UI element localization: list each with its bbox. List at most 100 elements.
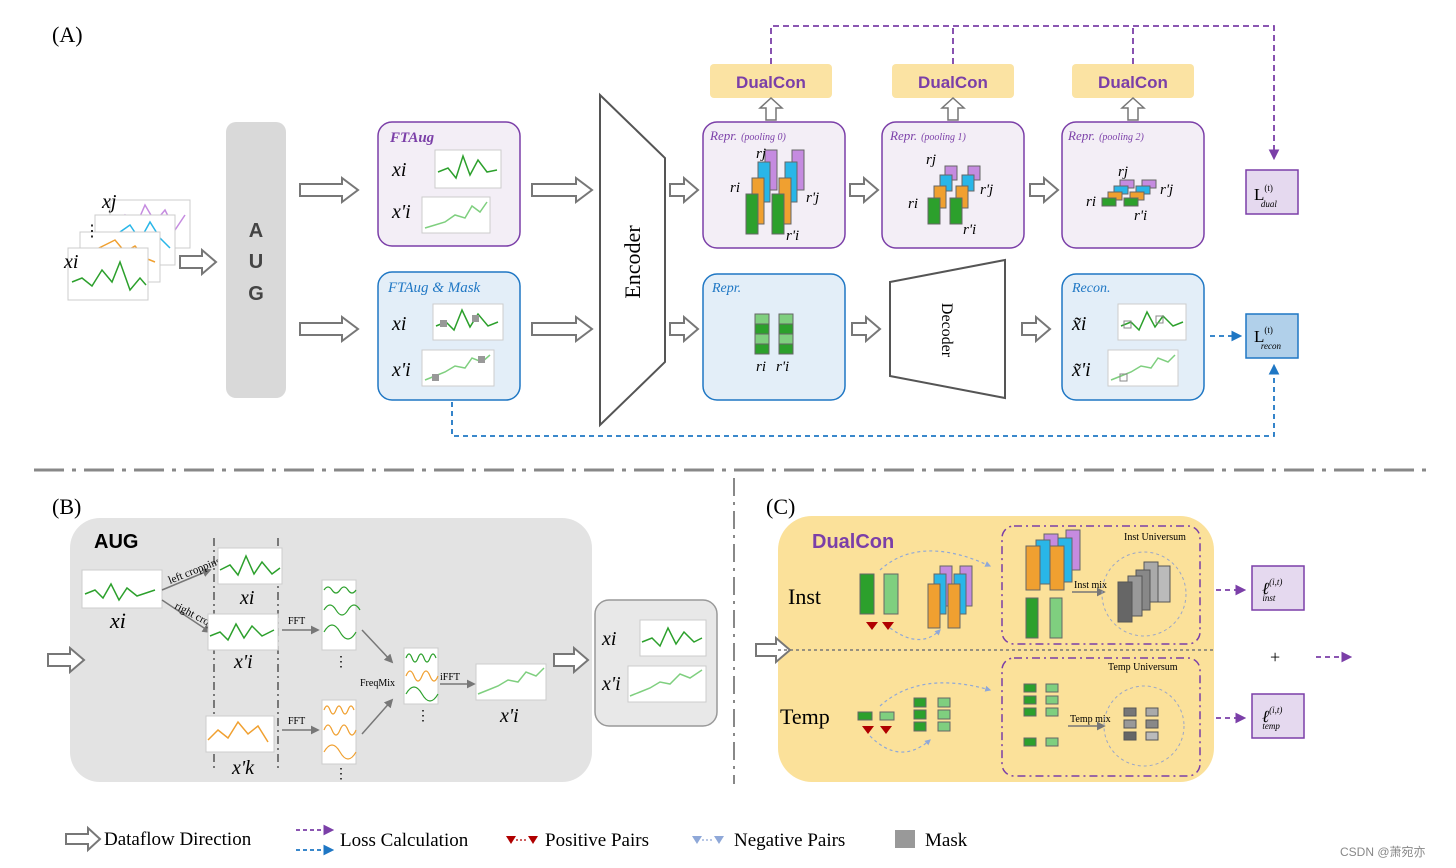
input-label-dots: ⋮ <box>84 223 100 240</box>
ifft-label: iFFT <box>440 672 460 683</box>
dataflow-arrow <box>179 247 218 277</box>
ri-label: ri <box>1086 194 1096 210</box>
ftaug-mask-xi: xi <box>391 313 406 335</box>
inst-label: Inst <box>788 584 821 609</box>
crop-xpi: x'i <box>233 651 253 673</box>
freq-components-orange <box>321 699 357 765</box>
fft-label: FFT <box>288 716 305 727</box>
loss-recon-sup: (t) <box>1264 325 1273 335</box>
fft-label: FFT <box>288 616 305 627</box>
ri-label: ri <box>756 359 766 375</box>
temp-universum-label: Temp Universum <box>1108 662 1178 673</box>
aug-block <box>226 122 286 398</box>
dataflow-arrow <box>1029 175 1060 205</box>
rpj-label: r'j <box>1160 182 1173 198</box>
repr-mask-box <box>702 273 846 401</box>
freqmix-label: FreqMix <box>360 678 395 689</box>
ri-label: ri <box>908 196 918 212</box>
repr-mask-vectors <box>754 313 794 355</box>
aug-letter-u: U <box>249 251 263 273</box>
dualcon-panel <box>778 516 1214 782</box>
dataflow-arrow <box>299 176 360 204</box>
ftaug-mask-xpi: x'i <box>391 359 411 381</box>
temp-universum-box <box>1001 657 1201 777</box>
up-arrow <box>940 96 966 121</box>
svg-text:ℓ(i,t)temp: ℓ(i,t) temp <box>1262 705 1282 731</box>
dataflow-arrow <box>1021 314 1052 344</box>
repr-label: Repr. <box>1067 128 1095 143</box>
dualcon-label: DualCon <box>1098 73 1168 92</box>
rpj-label: r'j <box>806 190 819 206</box>
repr-pooling1-box <box>881 121 1025 249</box>
temp-label: Temp <box>780 704 830 729</box>
dualcon-label: DualCon <box>736 73 806 92</box>
rpi-label: r'i <box>776 359 789 375</box>
loss-dual-sub: dual <box>1261 199 1278 209</box>
loss-inst-box <box>1251 565 1305 611</box>
loss-inst-sub: inst <box>1262 593 1276 603</box>
encoder-label: Encoder <box>620 225 645 299</box>
series-thumbnail <box>424 201 488 229</box>
loss-temp-symbol: ℓ <box>1262 707 1269 726</box>
loss-recon-symbol: L <box>1254 327 1264 346</box>
repr-mask-title: Repr. <box>711 281 741 296</box>
recon-xi: x̃i <box>1071 313 1086 335</box>
freq-components-mixed <box>403 647 439 705</box>
aug-panel-title: AUG <box>94 531 138 553</box>
pooling2-label: (pooling 2) <box>1099 132 1144 143</box>
loss-recon-sub: recon <box>1261 341 1282 351</box>
inst-mix-label: Inst mix <box>1074 580 1107 591</box>
temp-negatives <box>913 697 951 732</box>
encoder-block <box>599 92 666 428</box>
loss-dual-box <box>1245 169 1299 215</box>
aug-letter-a: A <box>249 220 263 242</box>
dataflow-arrow <box>849 175 880 205</box>
panel-c-label: (C) <box>766 494 795 519</box>
inst-universum-box <box>1001 525 1201 645</box>
dataflow-arrow <box>669 175 700 205</box>
dataflow-arrow <box>851 314 882 344</box>
repr-label: Repr. <box>889 128 917 143</box>
rj-label: rj <box>926 152 936 168</box>
input-label-xj: xj <box>101 191 117 213</box>
loss-dual-sup: (t) <box>1264 183 1273 193</box>
rpi-label: r'i <box>1134 208 1147 224</box>
ftaug-title: FTAug <box>389 130 435 146</box>
legend-loss: Loss Calculation <box>340 830 469 851</box>
freq-components-green <box>321 579 361 651</box>
ftaug-xpi: x'i <box>391 201 411 223</box>
plus-sign: + <box>1270 647 1280 667</box>
dualcon-box-0 <box>710 64 832 98</box>
pooling1-label: (pooling 1) <box>921 132 966 143</box>
watermark: CSDN @萧宛亦 <box>1340 844 1426 859</box>
temp-mixed-vectors <box>1123 707 1159 741</box>
aug-letter-g: G <box>248 283 264 305</box>
loss-inst-symbol: ℓ <box>1262 579 1269 598</box>
temp-universum-vectors <box>1023 683 1059 747</box>
dualcon-label: DualCon <box>918 73 988 92</box>
dots: ⋮ <box>334 655 348 670</box>
aug-output-xpi: x'i <box>601 673 621 695</box>
loss-temp-sup: (i,t) <box>1269 705 1282 715</box>
recon-title: Recon. <box>1071 281 1110 296</box>
dots: ⋮ <box>334 767 348 782</box>
recon-xpi: x̃'i <box>1071 359 1091 381</box>
decoder-label: Decoder <box>938 303 955 358</box>
legend: Dataflow Direction Loss Calculation Posi… <box>65 824 968 856</box>
ftaug-mask-title: FTAug & Mask <box>387 280 481 296</box>
legend-dataflow: Dataflow Direction <box>104 829 252 850</box>
loss-temp-sub: temp <box>1262 721 1280 731</box>
rpi-label: r'i <box>786 228 799 244</box>
temp-pair <box>857 711 895 721</box>
dataflow-arrow <box>531 176 594 204</box>
repr-cubes-pooling0 <box>745 149 805 235</box>
rpi-label: r'i <box>963 222 976 238</box>
repr-cubes-pooling1 <box>927 165 981 225</box>
series-thumbnail <box>84 582 156 602</box>
aug-output-xi: xi <box>601 628 616 650</box>
dataflow-arrow <box>755 635 792 665</box>
repr-label: Repr. <box>709 128 737 143</box>
aug-output-box <box>594 599 718 727</box>
inst-negatives <box>927 565 973 629</box>
legend-dataflow-icon <box>65 825 102 853</box>
